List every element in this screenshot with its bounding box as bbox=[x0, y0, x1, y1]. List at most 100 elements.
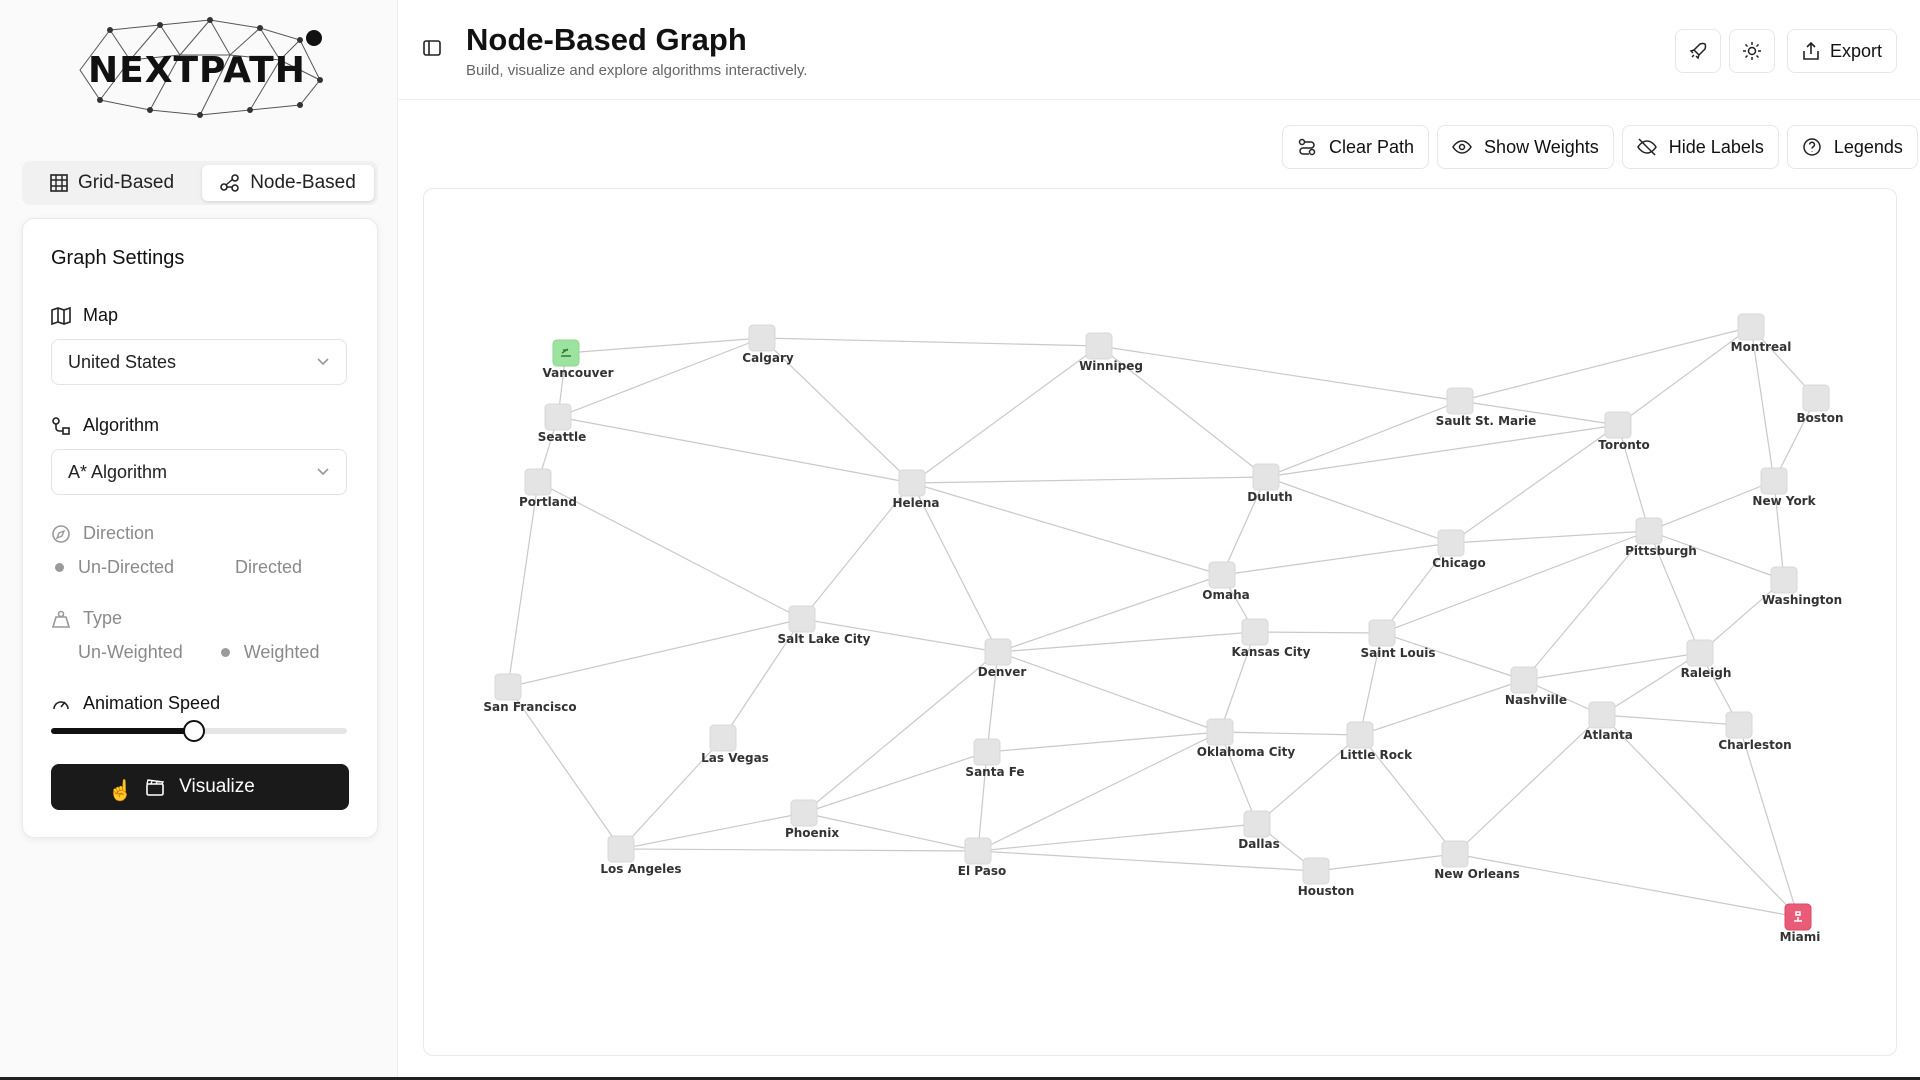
node-new-york[interactable] bbox=[1760, 467, 1788, 495]
node-san-francisco[interactable] bbox=[494, 673, 522, 701]
node-chicago[interactable] bbox=[1437, 529, 1465, 557]
direction-undirected[interactable]: Un-Directed bbox=[55, 557, 174, 578]
node-phoenix[interactable] bbox=[790, 799, 818, 827]
node-atlanta[interactable] bbox=[1588, 701, 1616, 729]
node-washington[interactable] bbox=[1770, 566, 1798, 594]
node-nashville[interactable] bbox=[1510, 666, 1538, 694]
graph-edge bbox=[1450, 424, 1619, 544]
graph-edge bbox=[1617, 424, 1650, 532]
node-denver[interactable] bbox=[984, 638, 1012, 666]
node-duluth[interactable] bbox=[1252, 463, 1280, 491]
show-weights-label: Show Weights bbox=[1484, 136, 1599, 157]
node-based-tab[interactable]: Node-Based bbox=[202, 165, 374, 201]
node-label-chicago: Chicago bbox=[1432, 556, 1486, 570]
graph-edge bbox=[1381, 632, 1525, 681]
direction-directed-label: Directed bbox=[235, 557, 303, 577]
type-unweighted-label: Un-Weighted bbox=[78, 642, 183, 662]
node-seattle[interactable] bbox=[544, 403, 572, 431]
node-label-duluth: Duluth bbox=[1247, 490, 1292, 504]
node-los-angeles[interactable] bbox=[607, 835, 635, 863]
map-label-row: Map bbox=[51, 305, 118, 326]
direction-directed[interactable]: Directed bbox=[212, 557, 302, 578]
gauge-icon bbox=[53, 700, 69, 709]
node-houston[interactable] bbox=[1302, 857, 1330, 885]
node-helena[interactable] bbox=[898, 469, 926, 497]
node-las-vegas[interactable] bbox=[709, 724, 737, 752]
node-oklahoma-city[interactable] bbox=[1206, 718, 1234, 746]
node-toronto[interactable] bbox=[1604, 411, 1632, 439]
node-new-orleans[interactable] bbox=[1441, 840, 1469, 868]
node-winnipeg[interactable] bbox=[1085, 332, 1113, 360]
map-select[interactable]: United States bbox=[51, 339, 347, 385]
node-omaha[interactable] bbox=[1208, 561, 1236, 589]
graph-edge bbox=[1454, 714, 1603, 855]
rocket-button[interactable] bbox=[1675, 29, 1721, 73]
graph-edge bbox=[801, 618, 999, 653]
node-raleigh[interactable] bbox=[1686, 639, 1714, 667]
help-circle-icon bbox=[1803, 138, 1821, 156]
type-options: Un-Weighted Weighted bbox=[55, 642, 357, 663]
node-label-dallas: Dallas bbox=[1238, 837, 1280, 851]
direction-label-row: Direction bbox=[51, 523, 154, 544]
start-icon bbox=[561, 348, 571, 357]
speed-label: Animation Speed bbox=[83, 693, 221, 713]
chevron-down-icon bbox=[317, 468, 329, 476]
node-el-paso[interactable] bbox=[964, 837, 992, 865]
algorithm-select[interactable]: A* Algorithm bbox=[51, 449, 347, 495]
node-charleston[interactable] bbox=[1725, 711, 1753, 739]
graph-edge bbox=[1265, 476, 1452, 544]
clear-path-button[interactable]: Clear Path bbox=[1282, 125, 1430, 169]
hide-labels-button[interactable]: Hide Labels bbox=[1621, 125, 1779, 169]
type-unweighted[interactable]: Un-Weighted bbox=[55, 642, 183, 663]
graph-edge bbox=[620, 812, 805, 850]
mode-switch: Grid-Based Node-Based bbox=[22, 161, 378, 205]
node-label-houston: Houston bbox=[1298, 884, 1355, 898]
graph-edge bbox=[557, 337, 763, 418]
node-portland[interactable] bbox=[524, 468, 552, 496]
node-boston[interactable] bbox=[1802, 384, 1830, 412]
export-label: Export bbox=[1829, 40, 1883, 61]
node-santa-fe[interactable] bbox=[973, 738, 1001, 766]
type-weighted-label: Weighted bbox=[243, 642, 320, 662]
clear-path-label: Clear Path bbox=[1329, 136, 1415, 157]
node-little-rock[interactable] bbox=[1346, 721, 1374, 749]
show-weights-button[interactable]: Show Weights bbox=[1437, 125, 1614, 169]
graph-edge bbox=[1265, 400, 1461, 478]
node-kansas-city[interactable] bbox=[1241, 618, 1269, 646]
type-weighted[interactable]: Weighted bbox=[220, 642, 320, 663]
node-label-raleigh: Raleigh bbox=[1681, 666, 1732, 680]
graph-edge bbox=[986, 731, 1221, 753]
node-salt-lake-city[interactable] bbox=[788, 605, 816, 633]
node-vancouver[interactable] bbox=[552, 339, 580, 367]
sun-icon bbox=[1743, 42, 1761, 60]
grid-icon bbox=[50, 174, 68, 192]
settings-title: Graph Settings bbox=[51, 247, 185, 269]
node-sault-st-marie[interactable] bbox=[1446, 387, 1474, 415]
sidebar-toggle-icon[interactable] bbox=[422, 38, 442, 58]
graph-edge bbox=[620, 737, 724, 850]
header: Node-Based Graph Build, visualize and ex… bbox=[398, 0, 1920, 100]
direction-label: Direction bbox=[83, 523, 155, 543]
graph-edge bbox=[986, 651, 999, 753]
grid-based-tab[interactable]: Grid-Based bbox=[26, 165, 198, 201]
visualize-button[interactable]: Visualize bbox=[51, 764, 349, 810]
graph-edge bbox=[1454, 853, 1799, 918]
theme-toggle-button[interactable] bbox=[1729, 29, 1775, 73]
graph-edge bbox=[803, 812, 979, 852]
graph-edge bbox=[507, 481, 539, 688]
node-calgary[interactable] bbox=[748, 324, 776, 352]
graph-edge bbox=[1523, 652, 1701, 681]
node-label-little-rock: Little Rock bbox=[1340, 748, 1413, 762]
node-montreal[interactable] bbox=[1737, 313, 1765, 341]
node-pittsburgh[interactable] bbox=[1635, 517, 1663, 545]
speed-slider-thumb[interactable] bbox=[183, 720, 205, 742]
node-label-washington: Washington bbox=[1762, 593, 1842, 607]
graph-svg[interactable]: VancouverCalgaryWinnipegMontrealBostonSa… bbox=[424, 189, 1898, 1057]
node-saint-louis[interactable] bbox=[1368, 619, 1396, 647]
node-dallas[interactable] bbox=[1243, 810, 1271, 838]
graph-edge bbox=[803, 751, 988, 814]
graph-edge bbox=[1773, 480, 1785, 581]
export-button[interactable]: Export bbox=[1787, 29, 1897, 73]
legends-button[interactable]: Legends bbox=[1786, 125, 1918, 169]
